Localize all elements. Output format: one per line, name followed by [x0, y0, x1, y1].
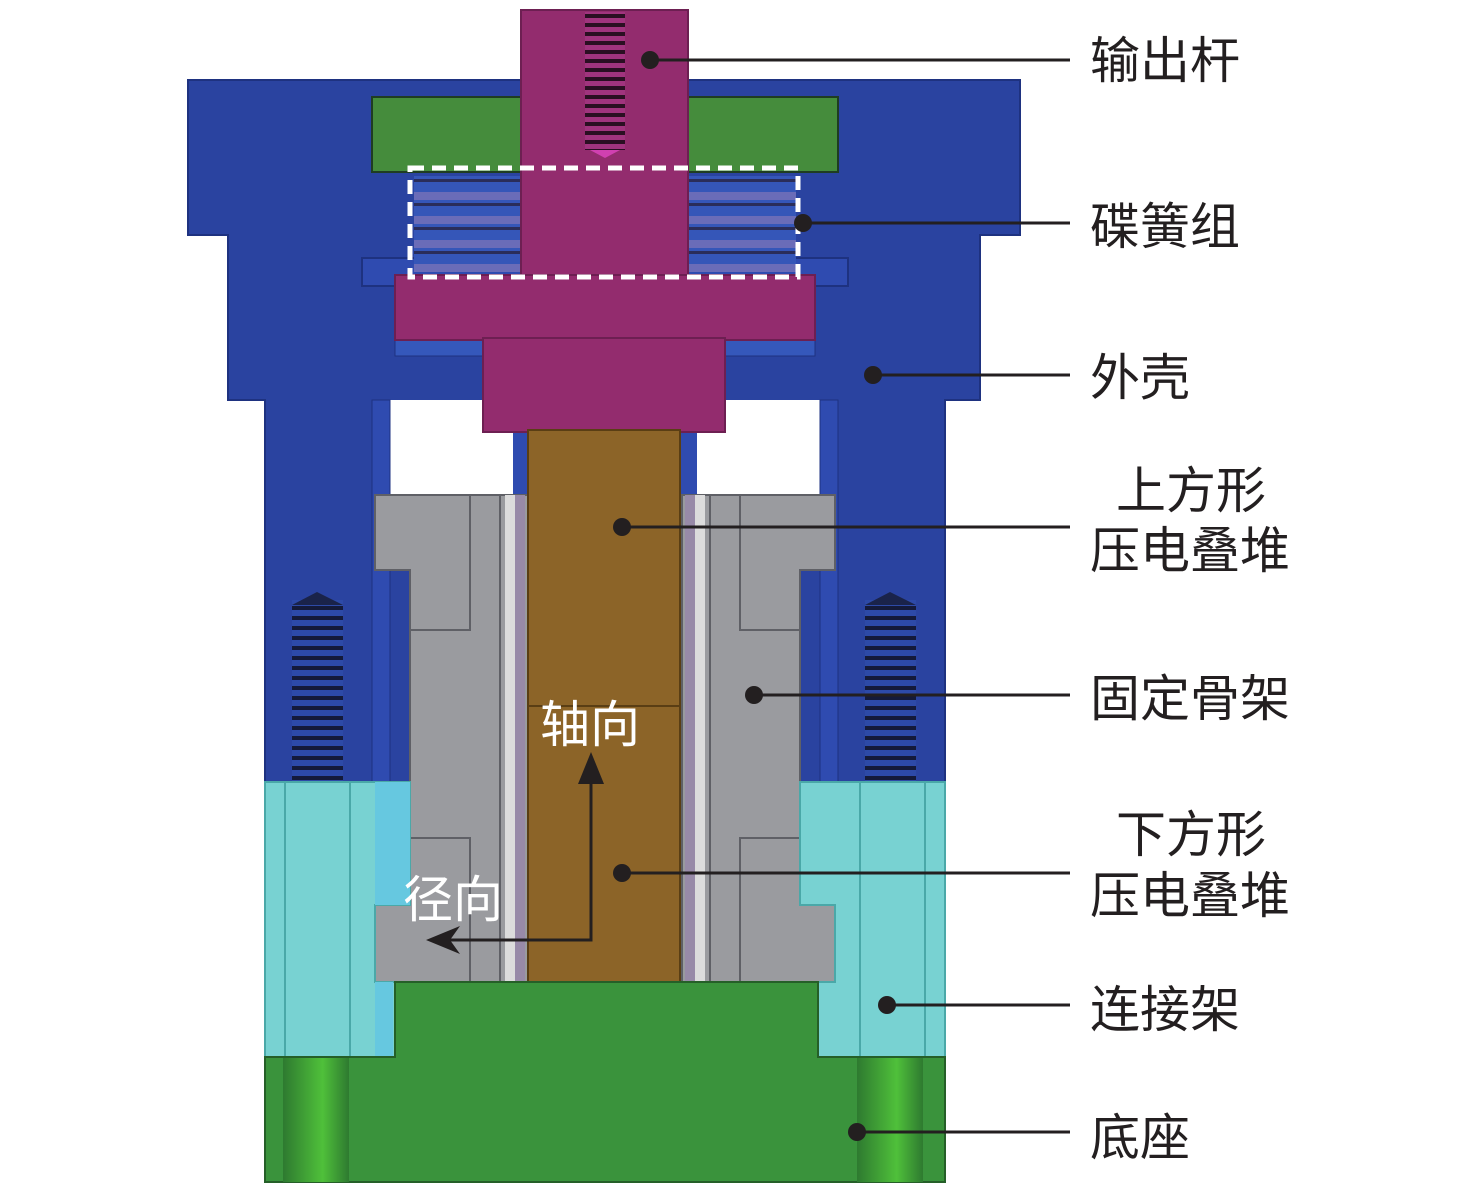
axial-arrow-head	[578, 752, 604, 784]
top-ring-left	[371, 96, 523, 173]
lower-piezo-stack	[527, 705, 681, 983]
label-lower-stack-2: 压电叠堆	[1090, 867, 1290, 925]
connecting-frame	[264, 781, 946, 1058]
radial-label: 径向	[403, 871, 503, 929]
leader-lines	[613, 51, 1070, 1141]
label-upper-stack-2: 压电叠堆	[1090, 522, 1290, 580]
label-housing: 外壳	[1090, 349, 1190, 407]
direction-arrows	[426, 752, 604, 954]
radial-arrow-head	[426, 926, 460, 954]
upper-piezo-stack	[527, 429, 681, 707]
top-ring-right	[687, 96, 839, 173]
disc-springs-right	[688, 176, 796, 272]
label-upper-stack-1: 上方形	[1116, 462, 1266, 520]
output-rod	[394, 9, 816, 433]
label-disc-spring-set: 碟簧组	[1090, 198, 1240, 256]
base	[264, 981, 946, 1183]
label-connecting-frame: 连接架	[1090, 981, 1240, 1039]
screw-right	[865, 600, 916, 782]
screw-left	[292, 600, 343, 782]
label-output-rod: 输出杆	[1090, 32, 1240, 90]
disc-springs-left	[414, 176, 522, 272]
label-lower-stack-1: 下方形	[1116, 806, 1266, 864]
label-fixing-frame: 固定骨架	[1090, 670, 1290, 728]
axial-label: 轴向	[540, 696, 640, 754]
fixing-frame	[374, 494, 836, 983]
label-base: 底座	[1090, 1109, 1190, 1167]
